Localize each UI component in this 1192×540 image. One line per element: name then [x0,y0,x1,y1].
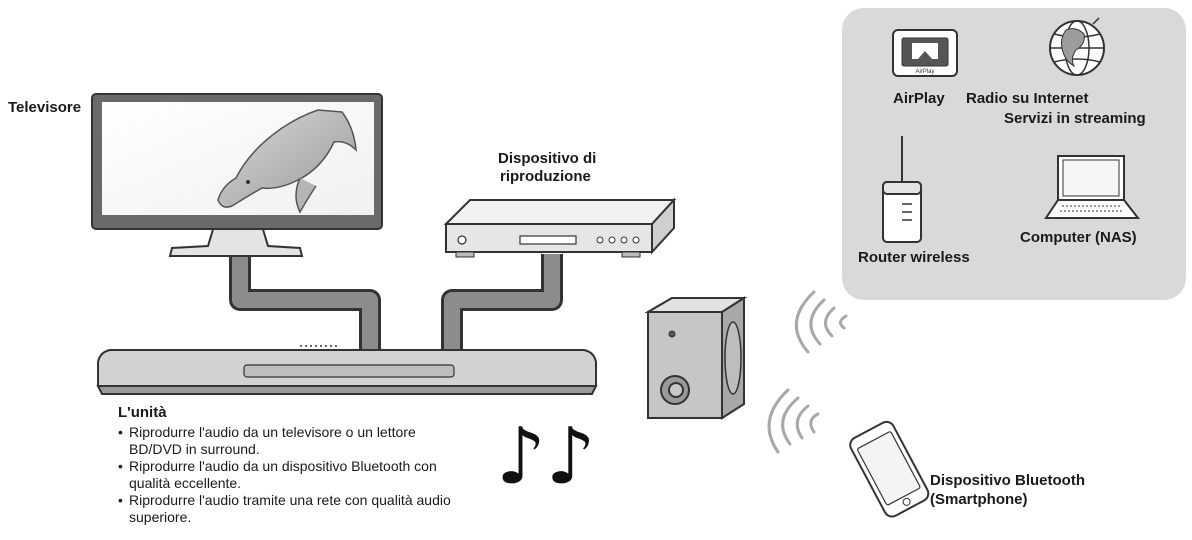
unit-title: L'unità [118,404,167,421]
smartphone-icon [849,420,930,518]
airplay-icon: AirPlay [892,29,958,77]
globe-icon [1049,17,1105,76]
subwoofer [644,296,748,420]
airplay-logo-text: AirPlay [915,69,934,75]
bd-dvd-player [443,197,677,258]
laptop-icon [1044,155,1141,219]
playback-device-label-line2: riproduzione [500,168,591,185]
unit-feature-item: Riprodurre l'audio tramite una rete con … [118,492,458,526]
unit-feature-item: Riprodurre l'audio da un dispositivo Blu… [118,458,458,492]
playback-device-label-line1: Dispositivo di [498,150,597,167]
computer-label: Computer (NAS) [1020,229,1137,246]
bluetooth-device-label-line1: Dispositivo Bluetooth [930,472,1085,489]
music-notes-icon: ♪♪ [496,412,596,502]
hdmi-cables-fill [232,252,560,350]
unit-feature-list: Riprodurre l'audio da un televisore o un… [118,424,458,526]
internet-radio-label: Radio su Internet [966,90,1089,107]
router-icon [882,136,922,243]
wifi-waves-icon [794,290,848,354]
unit-feature-item: Riprodurre l'audio da un televisore o un… [118,424,458,458]
airplay-label: AirPlay [893,90,945,107]
bluetooth-device-label-line2: (Smartphone) [930,491,1028,508]
streaming-services-label: Servizi in streaming [1004,110,1146,127]
dolphin-image [217,109,357,214]
sound-bar [96,345,598,395]
tv-label: Televisore [8,99,82,116]
router-label: Router wireless [858,249,970,266]
wifi-waves-icon [767,388,820,454]
television [91,93,383,257]
